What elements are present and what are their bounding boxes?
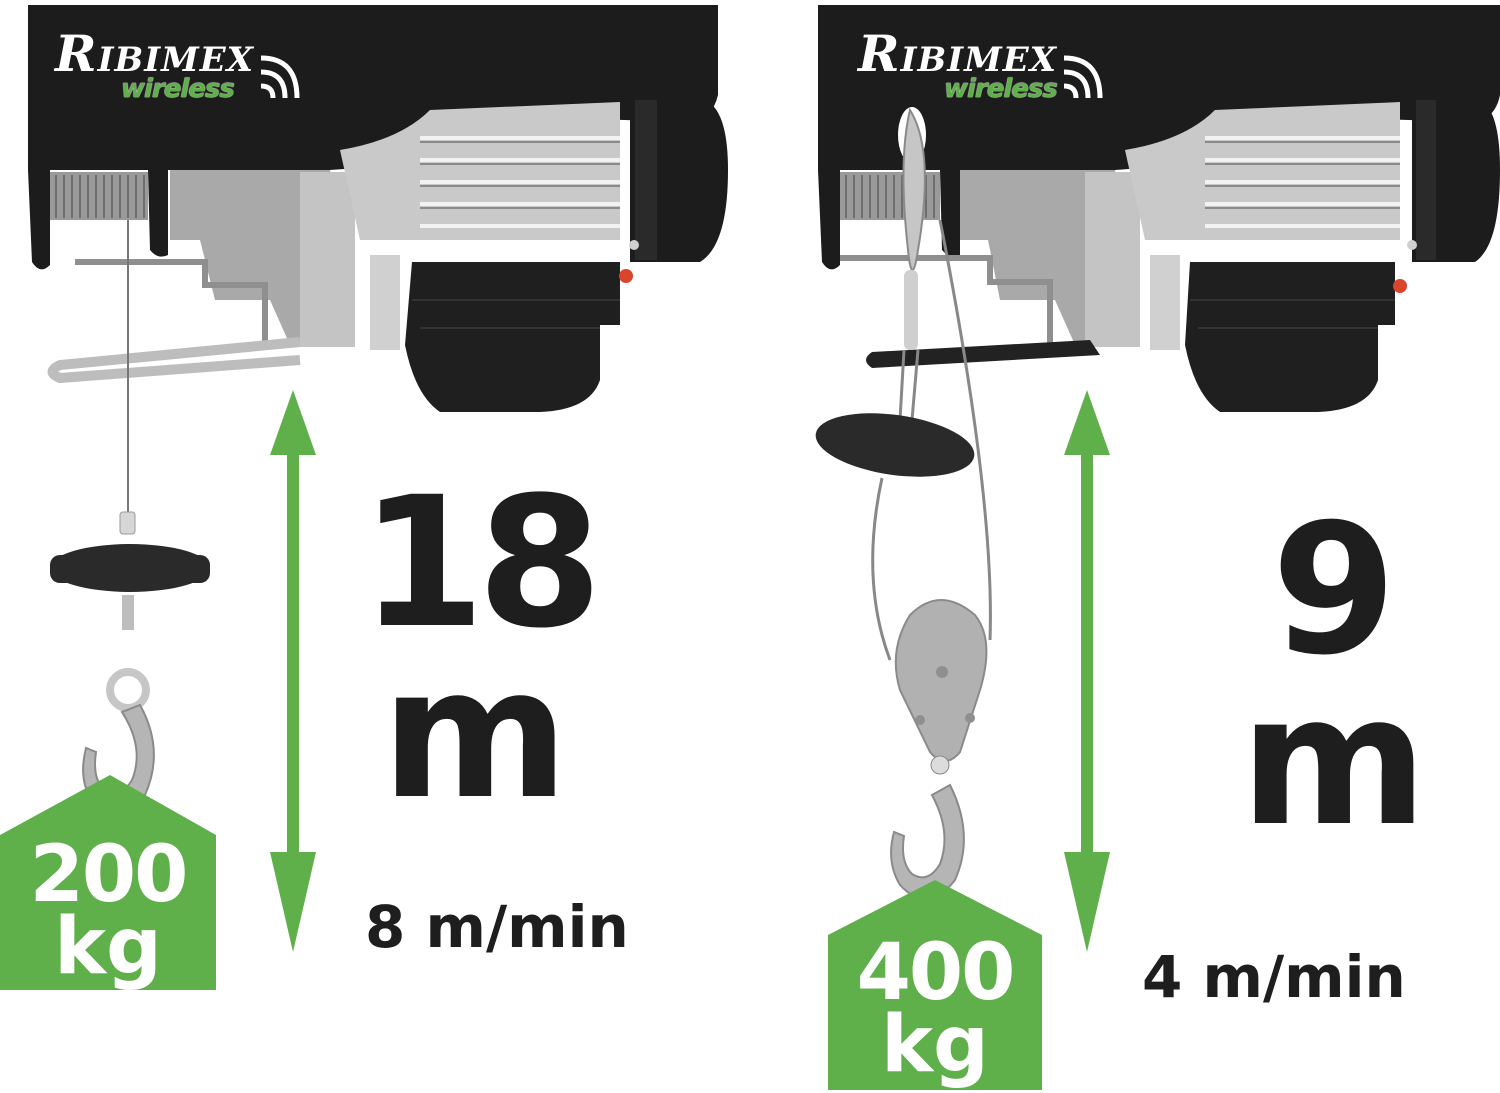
- limit-rod: [840, 255, 1053, 345]
- control-box: [1185, 262, 1395, 412]
- limit-rod: [75, 259, 268, 345]
- hoist-housing: [818, 5, 1500, 170]
- hoist-double-line-illustration: [815, 5, 1500, 1090]
- pulley-block: [894, 599, 988, 762]
- lift-height-unit: m: [381, 630, 569, 839]
- max-load-badge: 400 kg: [828, 928, 1042, 1090]
- mounting-bracket: [866, 340, 1100, 368]
- brand-logo: RIBIMEX wireless: [858, 22, 1118, 112]
- hoist-housing: [28, 5, 718, 170]
- emergency-stop-button: [1393, 279, 1407, 293]
- hook: [890, 783, 965, 900]
- drum-flange-right: [940, 170, 960, 257]
- brand-name: RIBIMEX: [55, 24, 255, 83]
- snap-hook: [902, 107, 926, 271]
- lifting-speed-label: 8 m/min: [365, 893, 629, 961]
- control-box: [405, 262, 620, 412]
- max-load-badge: 200 kg: [0, 830, 216, 992]
- brand-logo: RIBIMEX wireless: [55, 22, 315, 112]
- lift-height-label: 18 m: [360, 459, 603, 839]
- drum-flange-left: [818, 170, 840, 270]
- max-load-value: 400: [856, 928, 1016, 1018]
- lift-height-value: 18: [360, 459, 603, 668]
- lift-height-value: 9: [1271, 486, 1396, 695]
- brand-subline: wireless: [944, 74, 1058, 104]
- drum-flange-left: [28, 170, 50, 270]
- wireless-signal-icon: [1063, 55, 1103, 99]
- mounting-bracket: [47, 337, 301, 384]
- load-tag-shape: [828, 880, 1042, 1090]
- wireless-signal-icon: [260, 55, 300, 99]
- hook-weight: [815, 413, 975, 477]
- emergency-stop-button: [619, 269, 633, 283]
- config-double-line-panel: RIBIMEX wireless 9 m 4 m/min 400 kg: [800, 0, 1500, 1093]
- max-load-value: 200: [29, 830, 189, 920]
- lifting-speed-label: 4 m/min: [1142, 943, 1406, 1011]
- drum-flange-right: [148, 170, 168, 257]
- brand-name: RIBIMEX: [858, 24, 1058, 83]
- config-single-line-panel: RIBIMEX wireless 18 m 8 m/min 200 kg: [0, 0, 740, 1093]
- wire-rope: [871, 477, 892, 661]
- lift-height-arrow: [270, 390, 316, 952]
- max-load-unit: kg: [54, 901, 162, 992]
- cable-drum: [50, 172, 148, 220]
- load-tag-shape: [0, 775, 216, 990]
- lift-height-arrow: [1064, 390, 1110, 952]
- hoist-single-line-illustration: [0, 5, 728, 990]
- wire-rope-return: [938, 219, 992, 641]
- lift-height-unit: m: [1240, 657, 1428, 866]
- max-load-unit: kg: [881, 999, 989, 1090]
- brand-subline: wireless: [121, 74, 235, 104]
- lift-height-label: 9 m: [1240, 486, 1428, 866]
